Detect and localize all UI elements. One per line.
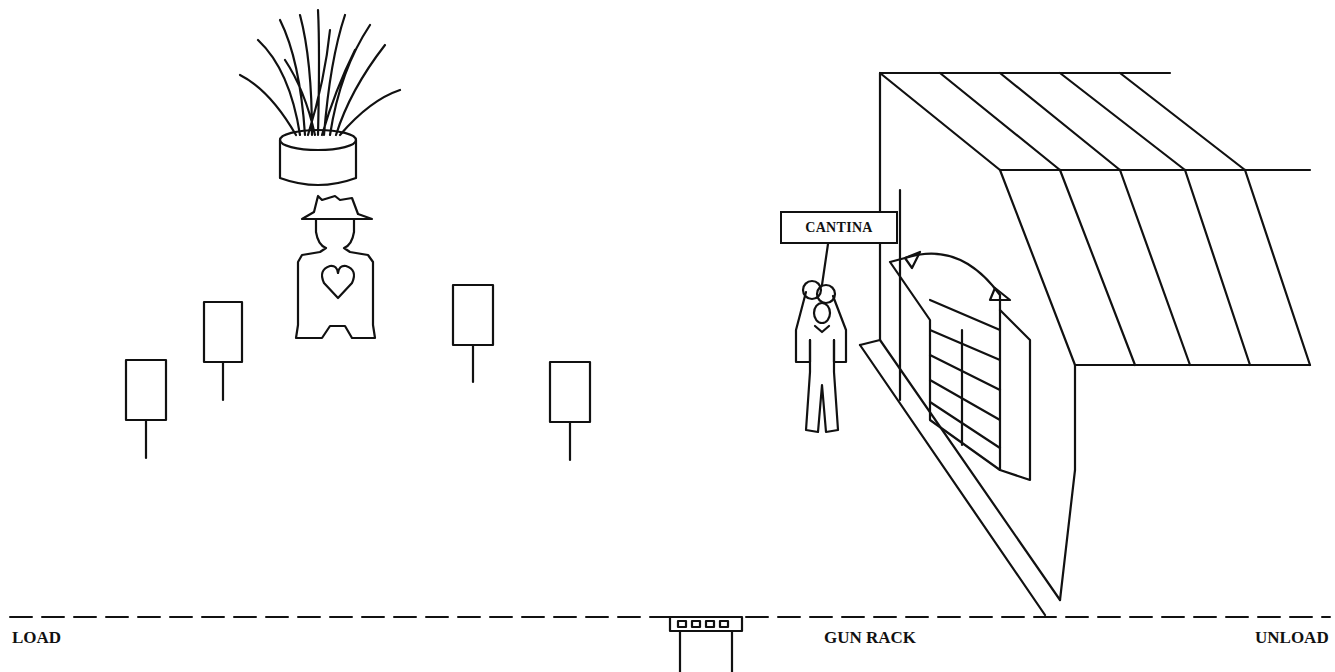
area-label: GUN RACK [822, 628, 918, 648]
shooter-figure [796, 281, 846, 432]
sign-text: CANTINA [805, 220, 872, 236]
steel-targets [126, 285, 590, 460]
sign-box: CANTINA [780, 211, 898, 244]
cowboy-target [296, 196, 375, 338]
area-label: LOAD [10, 628, 63, 648]
area-label: UNLOAD [1253, 628, 1331, 648]
gun-rack-symbol [670, 617, 742, 672]
potted-plant [240, 10, 400, 185]
cantina-building [860, 73, 1310, 615]
